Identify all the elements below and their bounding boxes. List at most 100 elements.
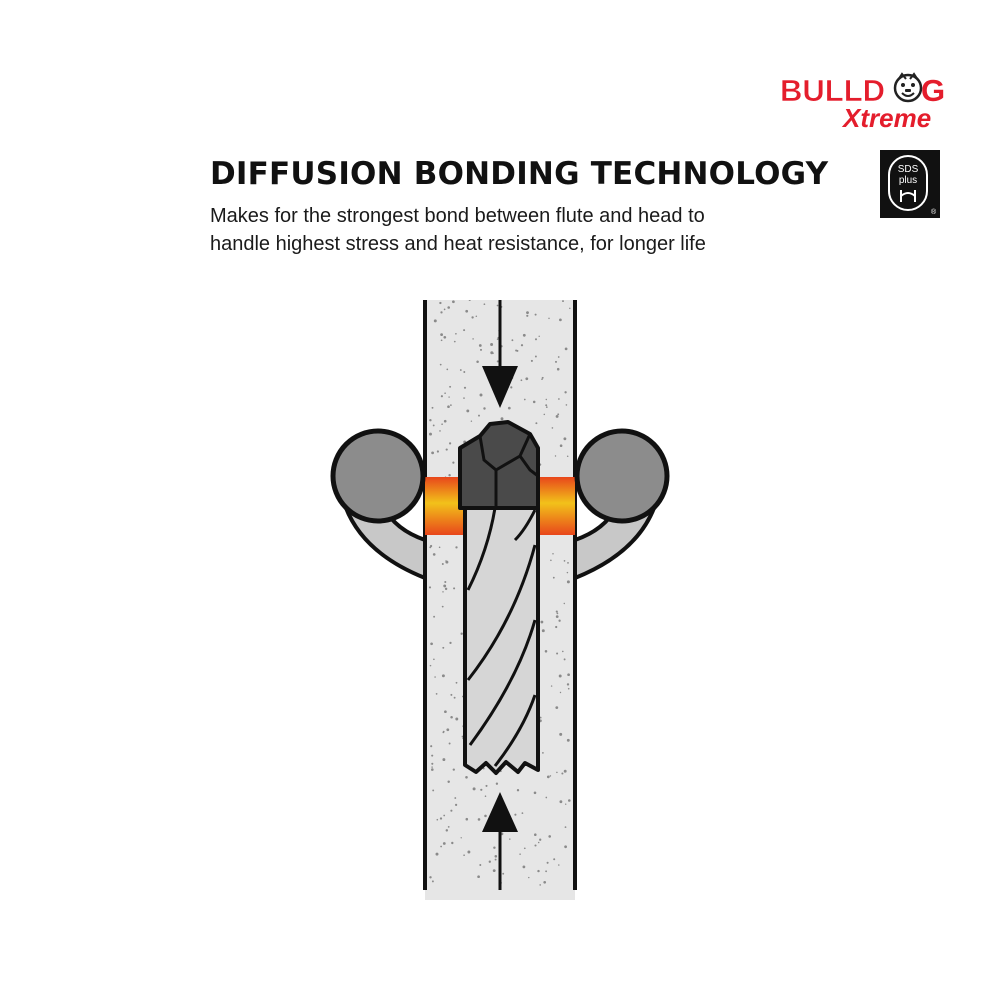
speckle-dot bbox=[441, 674, 445, 678]
description-line-1: Makes for the strongest bond between flu… bbox=[210, 205, 705, 227]
speckle-dot bbox=[475, 315, 478, 317]
speckle-dot bbox=[542, 752, 544, 754]
speckle-dot bbox=[485, 784, 488, 787]
speckle-dot bbox=[463, 386, 467, 389]
speckle-dot bbox=[477, 875, 480, 879]
speckle-dot bbox=[440, 311, 443, 314]
speckle-dot bbox=[554, 360, 558, 363]
speckle-dot bbox=[441, 423, 443, 426]
speckle-dot bbox=[430, 642, 433, 646]
speckle-dot bbox=[564, 845, 567, 849]
speckle-dot bbox=[430, 745, 433, 748]
speckle-dot bbox=[557, 356, 560, 358]
speckle-dot bbox=[455, 717, 459, 721]
speckle-dot bbox=[555, 610, 558, 613]
speckle-dot bbox=[429, 432, 432, 436]
speckle-dot bbox=[432, 789, 435, 792]
speckle-dot bbox=[566, 455, 569, 457]
speckle-dot bbox=[564, 826, 567, 828]
speckle-dot bbox=[448, 396, 450, 398]
speckle-dot bbox=[459, 369, 462, 371]
speckle-dot bbox=[550, 685, 553, 687]
sds-plus-badge: SDS plus ® bbox=[880, 150, 940, 218]
speckle-dot bbox=[507, 406, 511, 410]
speckle-dot bbox=[434, 676, 436, 678]
speckle-dot bbox=[545, 404, 548, 407]
speckle-dot bbox=[539, 884, 541, 886]
speckle-dot bbox=[443, 335, 447, 339]
speckle-dot bbox=[494, 855, 498, 858]
speckle-dot bbox=[522, 865, 526, 869]
speckle-dot bbox=[558, 674, 562, 678]
speckle-dot bbox=[435, 693, 438, 695]
speckle-dot bbox=[565, 404, 568, 406]
speckle-dot bbox=[557, 413, 560, 416]
speckle-dot bbox=[558, 864, 560, 866]
speckle-dot bbox=[452, 768, 455, 771]
speckle-dot bbox=[511, 339, 514, 342]
speckle-dot bbox=[450, 715, 453, 719]
speckle-dot bbox=[563, 437, 567, 441]
speckle-dot bbox=[455, 332, 457, 335]
flute-spiral-lines bbox=[466, 507, 537, 767]
speckle-dot bbox=[545, 398, 548, 401]
speckle-dot bbox=[453, 696, 456, 699]
speckle-dot bbox=[556, 367, 560, 371]
speckle-dot bbox=[539, 716, 542, 719]
speckle-dot bbox=[546, 775, 550, 779]
speckle-dot bbox=[490, 351, 494, 355]
speckle-dot bbox=[541, 629, 545, 633]
speckle-dot bbox=[530, 359, 533, 362]
speckle-dot bbox=[565, 803, 567, 805]
speckle-dot bbox=[540, 620, 544, 624]
speckle-dot bbox=[443, 814, 446, 817]
speckle-dot bbox=[545, 406, 548, 408]
speckle-dot bbox=[520, 344, 524, 347]
speckle-dot bbox=[476, 360, 479, 364]
speckle-dot bbox=[488, 860, 491, 863]
speckle-dot bbox=[444, 392, 446, 394]
speckle-dot bbox=[562, 300, 564, 303]
plus-label: plus bbox=[899, 175, 917, 186]
speckle-dot bbox=[554, 455, 557, 457]
flute-body bbox=[463, 503, 540, 775]
speckle-dot bbox=[534, 338, 538, 341]
speckle-dot bbox=[561, 772, 564, 775]
speckle-dot bbox=[452, 300, 455, 304]
speckle-dot bbox=[521, 812, 524, 814]
speckle-dot bbox=[443, 308, 446, 311]
speckle-dot bbox=[484, 814, 487, 818]
description-line-2: handle highest stress and heat resistanc… bbox=[210, 233, 706, 255]
speckle-dot bbox=[453, 587, 456, 590]
speckle-dot bbox=[442, 758, 446, 762]
speckle-dot bbox=[490, 343, 494, 346]
speckle-dot bbox=[445, 829, 449, 832]
speckle-dot bbox=[472, 338, 474, 340]
speckle-dot bbox=[431, 451, 434, 455]
speckle-dot bbox=[443, 584, 447, 588]
speckle-dot bbox=[556, 612, 559, 615]
speckle-dot bbox=[534, 355, 537, 358]
speckle-dot bbox=[471, 316, 474, 319]
speckle-dot bbox=[545, 796, 548, 799]
speckle-dot bbox=[559, 691, 562, 694]
speckle-dot bbox=[439, 817, 443, 820]
speckle-dot bbox=[556, 771, 558, 774]
speckle-dot bbox=[496, 304, 499, 307]
speckle-dot bbox=[492, 869, 496, 873]
speckle-dot bbox=[532, 400, 536, 404]
speckle-dot bbox=[465, 309, 469, 313]
logo-brand-top-end: G bbox=[921, 73, 945, 108]
speckle-dot bbox=[510, 386, 513, 389]
speckle-dot bbox=[569, 307, 571, 310]
speckle-dot bbox=[460, 837, 462, 839]
speckle-dot bbox=[514, 813, 517, 816]
speckle-dot bbox=[537, 869, 540, 873]
speckle-dot bbox=[534, 313, 537, 316]
speckle-dot bbox=[541, 376, 544, 379]
speckle-dot bbox=[528, 876, 530, 879]
speckle-dot bbox=[526, 311, 529, 315]
speckle-dot bbox=[555, 615, 559, 618]
speckle-dot bbox=[566, 571, 569, 574]
speckle-dot bbox=[563, 602, 566, 605]
